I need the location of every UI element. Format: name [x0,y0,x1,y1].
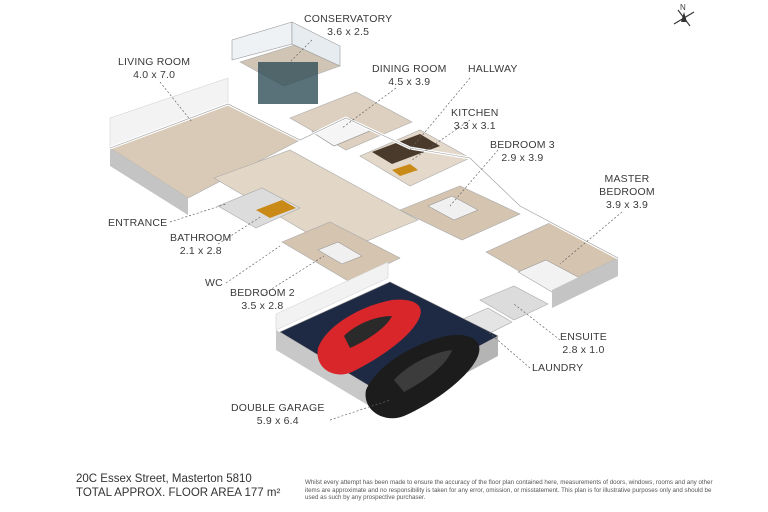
room-name: ENSUITE [560,331,607,343]
label-laundry: LAUNDRY [532,362,583,375]
label-hallway: HALLWAY [468,63,518,76]
kitchen-accent [392,164,418,176]
floor-area: TOTAL APPROX. FLOOR AREA 177 m² [76,487,281,499]
conservatory-glass-side [291,21,341,67]
room-dims: 3.5 x 2.8 [241,300,284,312]
room-name: ENTRANCE [108,217,168,229]
black-car-roof [394,350,452,392]
leader-bathroom [217,215,263,245]
disclaimer: Whilst every attempt has been made to en… [305,479,713,502]
leader-entrance [169,203,227,223]
leader-living [159,81,193,123]
room-dims: 4.0 x 7.0 [133,69,176,81]
leader-conservatory [289,39,313,63]
bedroom-3-bed [427,195,479,221]
footer-address-block: 20C Essex Street, Masterton 5810 TOTAL A… [76,472,280,500]
leader-bedroom2 [261,255,325,296]
hallway-floor [213,149,419,253]
leader-laundry [485,329,531,369]
master-wall-right [552,258,618,308]
room-dims: 2.1 x 2.8 [179,245,222,257]
room-name: HALLWAY [468,63,518,75]
garage-wall-back [275,261,389,331]
label-wc: WC [205,277,223,290]
label-entrance: ENTRANCE [108,217,167,230]
kitchen-bench [372,134,440,164]
room-name: DOUBLE GARAGE [231,402,325,414]
label-conservatory: CONSERVATORY 3.6 x 2.5 [304,13,392,39]
bedroom-2-bed [317,241,363,265]
leader-wc [225,245,281,284]
room-name: DINING ROOM [372,63,447,75]
room-name: MASTER BEDROOM [599,173,655,198]
room-dims: 3.3 x 3.1 [453,120,496,132]
red-car-windshield [344,316,392,348]
bathroom-floor [217,187,301,229]
room-dims: 5.9 x 6.4 [256,415,299,427]
outer-walls-edge [109,103,619,259]
room-dims: 4.5 x 3.9 [388,76,431,88]
leader-bedroom3 [449,149,499,207]
label-living-room: LIVING ROOM 4.0 x 7.0 [118,56,190,82]
room-dims: 2.9 x 3.9 [501,152,544,164]
room-name: WC [205,277,223,289]
room-name: BATHROOM [170,232,232,244]
label-bedroom-3: BEDROOM 3 2.9 x 3.9 [490,139,555,165]
room-dims: 3.6 x 2.5 [327,26,370,38]
room-dims: 3.9 x 3.9 [605,199,649,211]
address: 20C Essex Street, Masterton 5810 [76,473,252,485]
compass-label: N [680,3,686,12]
room-name: BEDROOM 3 [490,139,555,151]
house-base [109,21,619,419]
leader-garage [329,399,391,421]
leader-dining [341,87,397,129]
room-name: LAUNDRY [532,362,584,374]
conservatory-chairs [258,62,318,104]
label-kitchen: KITCHEN 3.3 x 3.1 [451,107,499,133]
garage-wall-left [276,330,386,416]
label-bedroom-2: BEDROOM 2 3.5 x 2.8 [230,287,295,313]
label-ensuite: ENSUITE 2.8 x 1.0 [560,331,607,357]
label-bathroom: BATHROOM 2.1 x 2.8 [170,232,232,258]
leader-ensuite [513,303,561,341]
room-name: KITCHEN [451,107,499,119]
label-dining-room: DINING ROOM 4.5 x 3.9 [372,63,447,89]
living-room-wall-front [110,148,188,215]
label-master-bedroom: MASTER BEDROOM 3.9 x 3.9 [596,173,658,212]
room-name: LIVING ROOM [118,56,191,68]
leader-lines [159,39,623,421]
room-name: CONSERVATORY [304,13,393,25]
bathroom-accent [256,200,296,218]
north-arrow-icon [673,9,695,27]
room-name: BEDROOM 2 [230,287,295,299]
room-dims: 2.8 x 1.0 [562,344,605,356]
ensuite-floor [479,285,549,321]
leader-master [559,211,623,265]
label-double-garage: DOUBLE GARAGE 5.9 x 6.4 [231,402,325,428]
